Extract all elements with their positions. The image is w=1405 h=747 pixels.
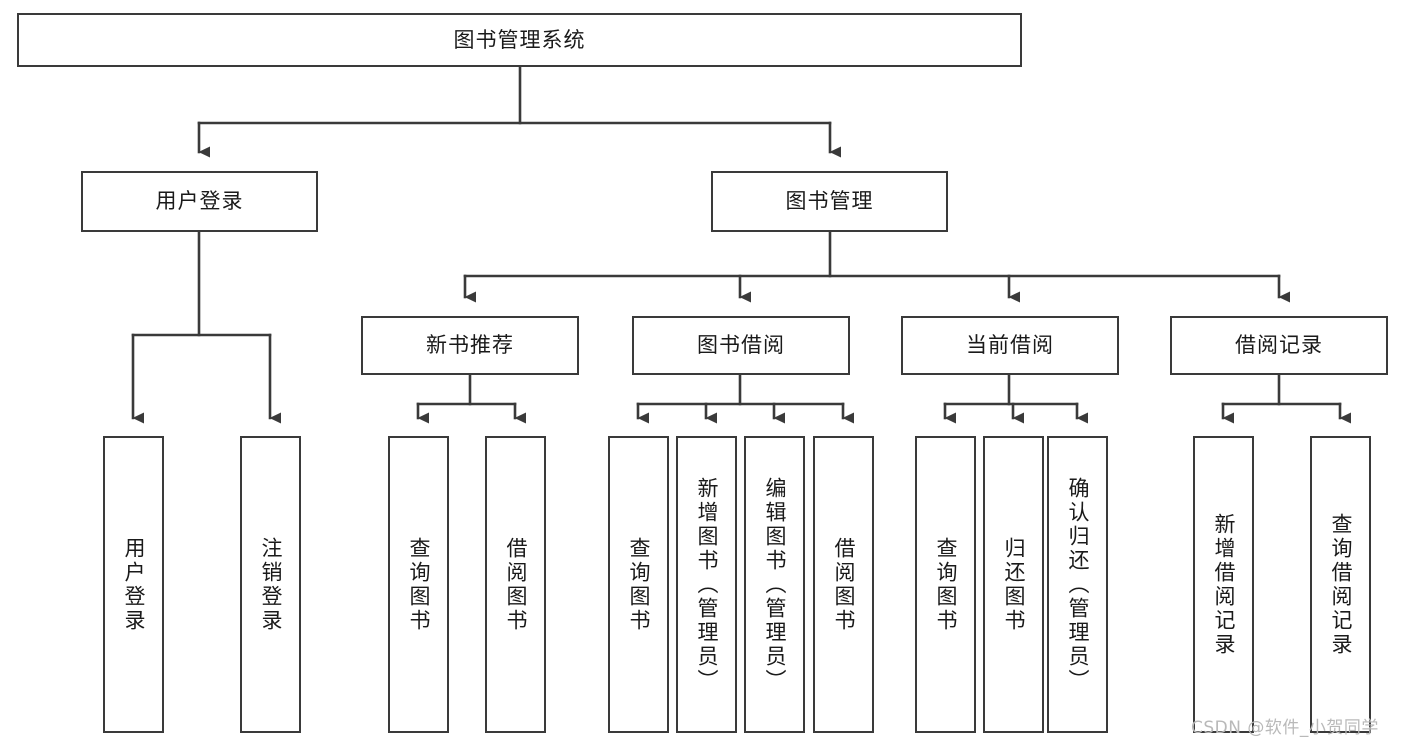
node-current-borrow[interactable]: 当前借阅 (901, 316, 1119, 375)
node-leaf-confirm-return[interactable]: 确认归还（管理员） (1047, 436, 1108, 733)
node-leaf-query-book-1-label: 查询图书 (407, 536, 431, 633)
node-user-login[interactable]: 用户登录 (81, 171, 318, 232)
node-leaf-query-book-2[interactable]: 查询图书 (608, 436, 669, 733)
node-leaf-edit-book-label: 编辑图书（管理员） (763, 476, 787, 693)
node-new-book-recommend-label: 新书推荐 (426, 333, 514, 358)
node-leaf-user-login-label: 用户登录 (122, 536, 146, 633)
node-leaf-query-book-3[interactable]: 查询图书 (915, 436, 976, 733)
node-leaf-confirm-return-label: 确认归还（管理员） (1066, 476, 1090, 693)
node-leaf-add-record-label: 新增借阅记录 (1212, 512, 1236, 657)
node-leaf-borrow-book-2-label: 借阅图书 (832, 536, 856, 633)
node-leaf-query-record-label: 查询借阅记录 (1329, 512, 1353, 657)
node-leaf-edit-book[interactable]: 编辑图书（管理员） (744, 436, 805, 733)
node-leaf-borrow-book-1[interactable]: 借阅图书 (485, 436, 546, 733)
node-root[interactable]: 图书管理系统 (17, 13, 1022, 67)
node-user-login-label: 用户登录 (155, 189, 244, 214)
node-leaf-borrow-book-1-label: 借阅图书 (504, 536, 528, 633)
node-leaf-add-record[interactable]: 新增借阅记录 (1193, 436, 1254, 733)
node-leaf-query-record[interactable]: 查询借阅记录 (1310, 436, 1371, 733)
node-current-borrow-label: 当前借阅 (966, 333, 1054, 358)
node-book-borrow-label: 图书借阅 (697, 333, 785, 358)
node-leaf-return-book-label: 归还图书 (1002, 536, 1026, 633)
node-leaf-return-book[interactable]: 归还图书 (983, 436, 1044, 733)
csdn-watermark: CSDN @软件_小贺同学 (1191, 718, 1379, 738)
node-leaf-user-login[interactable]: 用户登录 (103, 436, 164, 733)
node-book-management[interactable]: 图书管理 (711, 171, 948, 232)
node-borrow-record[interactable]: 借阅记录 (1170, 316, 1388, 375)
node-root-label: 图书管理系统 (453, 27, 586, 52)
node-leaf-query-book-2-label: 查询图书 (627, 536, 651, 633)
node-leaf-query-book-3-label: 查询图书 (934, 536, 958, 633)
node-leaf-add-book[interactable]: 新增图书（管理员） (676, 436, 737, 733)
node-book-borrow[interactable]: 图书借阅 (632, 316, 850, 375)
node-new-book-recommend[interactable]: 新书推荐 (361, 316, 579, 375)
node-book-management-label: 图书管理 (785, 189, 874, 214)
node-leaf-logout-login[interactable]: 注销登录 (240, 436, 301, 733)
node-leaf-query-book-1[interactable]: 查询图书 (388, 436, 449, 733)
node-leaf-add-book-label: 新增图书（管理员） (695, 476, 719, 693)
node-leaf-borrow-book-2[interactable]: 借阅图书 (813, 436, 874, 733)
node-leaf-logout-login-label: 注销登录 (259, 536, 283, 633)
node-borrow-record-label: 借阅记录 (1235, 333, 1323, 358)
